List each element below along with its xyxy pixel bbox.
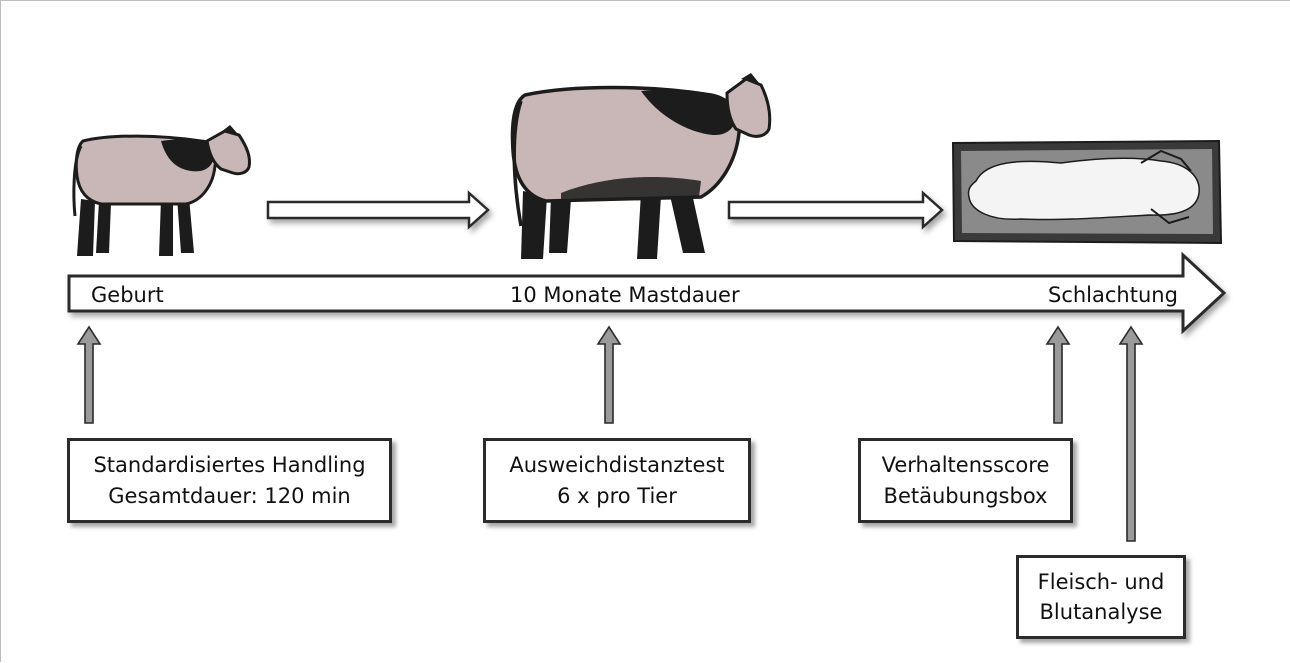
box-analysis-line2: Blutanalyse <box>1039 600 1163 624</box>
box-avoidance-line1: Ausweichdistanztest <box>509 453 725 478</box>
box-handling-line2: Gesamtdauer: 120 min <box>108 483 351 508</box>
box-behaviour: Verhaltensscore Betäubungsbox <box>858 438 1073 523</box>
box-avoidance-line2: 6 x pro Tier <box>557 483 677 508</box>
carcass-icon <box>951 139 1223 245</box>
box-handling-line1: Standardisiertes Handling <box>93 453 366 478</box>
box-analysis-line1: Fleisch- und <box>1037 569 1165 594</box>
timeline-arrow <box>67 251 1227 335</box>
timeline-label-fattening: 10 Monate Mastdauer <box>510 283 740 307</box>
up-arrow-behaviour <box>1045 325 1071 424</box>
up-arrow-analysis <box>1118 325 1144 542</box>
box-behaviour-line1: Verhaltensscore <box>881 453 1050 478</box>
box-analysis: Fleisch- und Blutanalyse <box>1016 555 1186 639</box>
timeline-label-birth: Geburt <box>91 283 164 307</box>
up-arrow-handling <box>76 325 102 424</box>
process-arrow-2 <box>727 190 944 230</box>
process-arrow-1 <box>266 190 490 230</box>
box-avoidance: Ausweichdistanztest 6 x pro Tier <box>483 438 751 523</box>
up-arrow-avoidance <box>596 325 622 424</box>
box-handling: Standardisiertes Handling Gesamtdauer: 1… <box>67 438 392 523</box>
calf-icon <box>72 125 251 256</box>
steer-icon <box>510 73 772 259</box>
timeline-label-slaughter: Schlachtung <box>1048 283 1178 307</box>
box-behaviour-line2: Betäubungsbox <box>883 483 1048 508</box>
